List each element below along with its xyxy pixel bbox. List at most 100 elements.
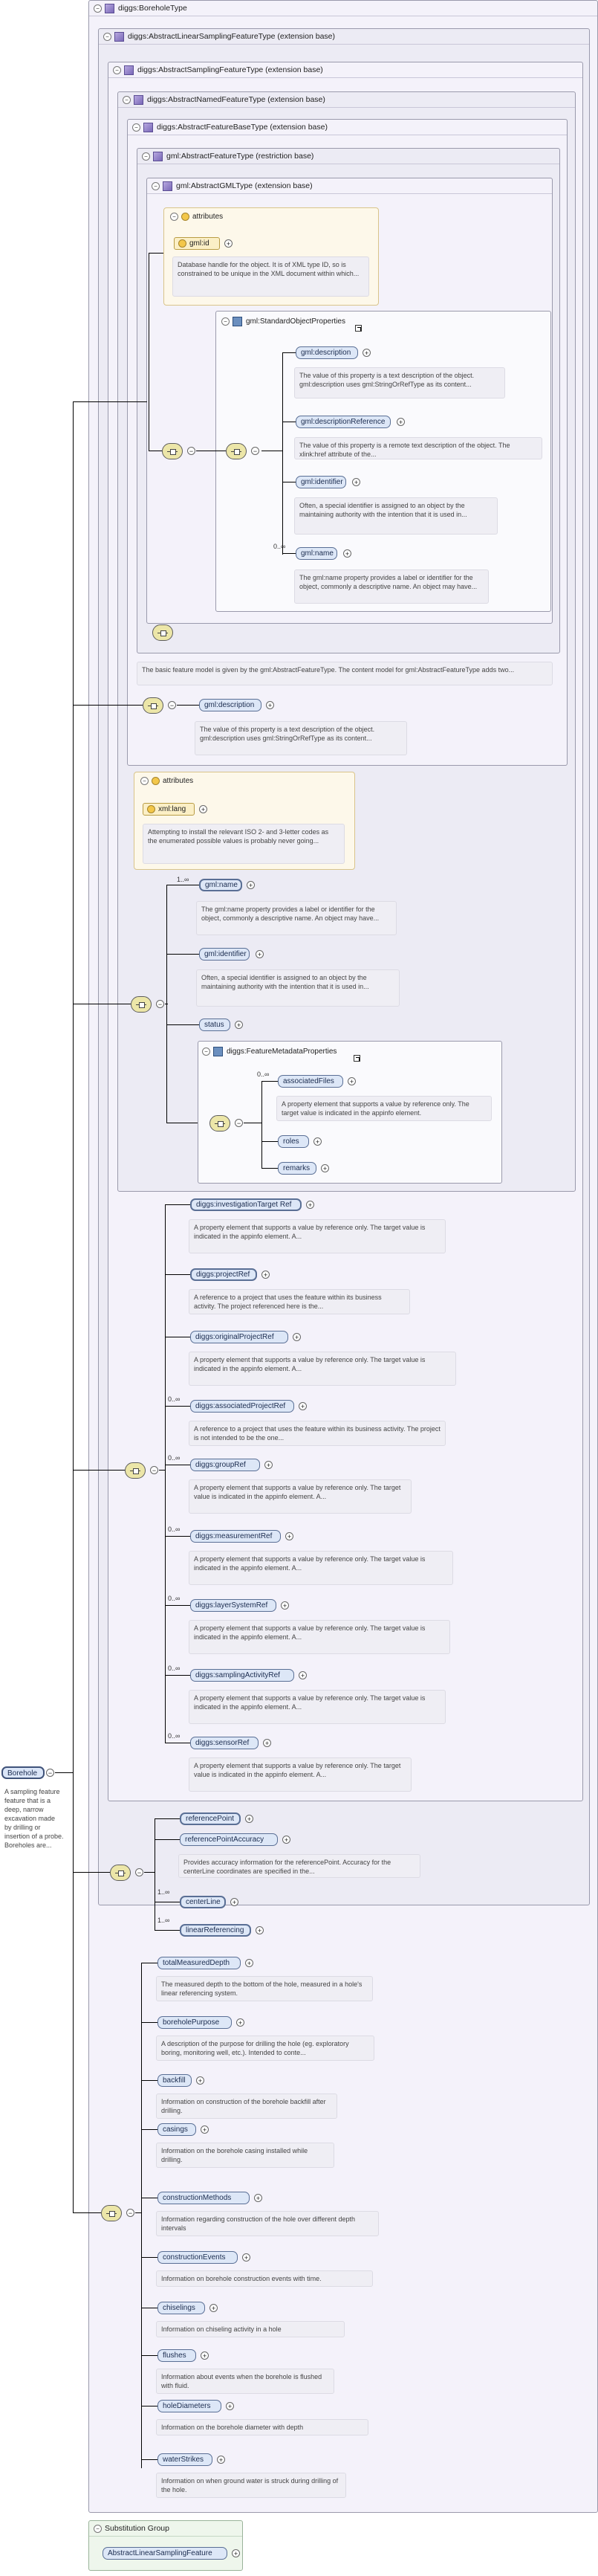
collapse-icon[interactable]: − <box>156 1000 164 1008</box>
expand-icon[interactable]: + <box>282 1836 290 1844</box>
expand-icon[interactable]: + <box>247 881 255 889</box>
expand-icon[interactable]: + <box>245 1959 253 1967</box>
expand-icon[interactable]: + <box>321 1164 329 1172</box>
reference-point-element[interactable]: referencePoint <box>180 1812 241 1825</box>
collapse-icon[interactable]: − <box>202 1047 210 1056</box>
expand-icon[interactable]: + <box>232 2549 240 2557</box>
roles-element[interactable]: roles <box>278 1135 309 1148</box>
borehole-item-element[interactable]: boreholePurpose <box>157 2016 232 2029</box>
sampling-base-header: − diggs:AbstractSamplingFeatureType (exte… <box>108 62 582 78</box>
expand-icon[interactable]: + <box>235 1021 243 1029</box>
gml-id-attribute[interactable]: gml:id <box>174 237 220 250</box>
sampling-item-element[interactable]: diggs:measurementRef <box>190 1530 281 1543</box>
expand-icon[interactable]: + <box>266 701 274 709</box>
borehole-item-element[interactable]: chiselings <box>157 2302 205 2314</box>
gml-description-reference-element[interactable]: gml:descriptionReference <box>296 416 391 428</box>
collapse-icon[interactable]: − <box>187 447 195 455</box>
collapse-icon[interactable]: − <box>142 152 150 161</box>
expand-icon[interactable]: + <box>242 2253 250 2262</box>
expand-icon[interactable]: + <box>236 2018 244 2027</box>
feature-base-gml-description[interactable]: gml:description <box>199 699 261 711</box>
expand-icon[interactable]: + <box>281 1601 289 1610</box>
expand-icon[interactable]: + <box>201 2125 209 2134</box>
expand-icon[interactable]: + <box>343 549 351 558</box>
abstract-linear-sampling-feature-element[interactable]: AbstractLinearSamplingFeature <box>103 2547 227 2560</box>
sampling-item-element[interactable]: diggs:associatedProjectRef <box>190 1400 294 1413</box>
expand-icon[interactable]: + <box>226 2402 234 2410</box>
expand-icon[interactable]: + <box>313 1137 322 1146</box>
borehole-item-element[interactable]: flushes <box>157 2349 196 2362</box>
borehole-item-element[interactable]: casings <box>157 2123 196 2136</box>
collapse-icon[interactable]: − <box>152 181 160 190</box>
sampling-item-element[interactable]: diggs:groupRef <box>190 1459 260 1471</box>
borehole-item-element[interactable]: backfill <box>157 2074 192 2087</box>
expand-icon[interactable]: + <box>352 478 360 486</box>
sampling-item-element[interactable]: diggs:projectRef <box>190 1268 257 1281</box>
expand-icon[interactable]: + <box>256 950 264 958</box>
collapse-icon[interactable]: − <box>103 32 111 41</box>
expand-icon[interactable]: + <box>230 1898 238 1906</box>
sampling-item-element[interactable]: diggs:investigationTarget Ref <box>190 1198 302 1211</box>
expand-icon[interactable]: + <box>245 1815 253 1823</box>
collapse-icon[interactable]: − <box>123 95 131 104</box>
expand-icon[interactable]: + <box>256 1926 264 1934</box>
collapse-icon[interactable]: − <box>94 4 102 13</box>
expand-icon[interactable]: + <box>224 239 233 248</box>
collapse-icon[interactable]: − <box>150 1466 158 1474</box>
sampling-item-element[interactable]: diggs:samplingActivityRef <box>190 1669 294 1682</box>
expand-icon[interactable]: + <box>299 1671 307 1679</box>
collapse-icon[interactable]: − <box>140 777 149 785</box>
xml-lang-attribute[interactable]: xml:lang <box>143 803 195 816</box>
expand-icon[interactable]: + <box>217 2456 225 2464</box>
expand-icon[interactable]: + <box>299 1402 307 1410</box>
remarks-element[interactable]: remarks <box>278 1162 316 1175</box>
expand-icon[interactable]: + <box>348 1077 356 1085</box>
collapse-icon[interactable]: − <box>94 2524 102 2533</box>
collapse-icon[interactable]: − <box>135 1868 143 1876</box>
status-element[interactable]: status <box>199 1019 230 1031</box>
collapse-icon[interactable]: − <box>251 447 259 455</box>
sampling-item-element[interactable]: diggs:originalProjectRef <box>190 1331 288 1343</box>
named-gml-identifier-element[interactable]: gml:identifier <box>199 948 250 961</box>
expand-icon[interactable]: + <box>199 805 207 813</box>
collapse-icon[interactable]: − <box>126 2209 134 2217</box>
gml-identifier-element[interactable]: gml:identifier <box>296 476 346 488</box>
reference-point-accuracy-element[interactable]: referencePointAccuracy <box>180 1833 278 1846</box>
linear-referencing-element[interactable]: linearReferencing <box>180 1924 251 1937</box>
collapse-icon[interactable]: − <box>235 1119 243 1127</box>
collapse-icon[interactable]: − <box>221 317 230 326</box>
sampling-item-element[interactable]: diggs:sensorRef <box>190 1737 259 1749</box>
expand-icon[interactable]: + <box>263 1739 271 1747</box>
expand-icon[interactable]: + <box>261 1271 270 1279</box>
expand-icon[interactable]: + <box>254 2194 262 2202</box>
collapse-icon[interactable]: − <box>113 65 121 74</box>
expand-icon[interactable]: + <box>363 349 371 357</box>
collapse-icon[interactable]: − <box>46 1769 54 1777</box>
expand-icon[interactable]: + <box>209 2304 218 2312</box>
expand-icon[interactable]: + <box>196 2076 204 2085</box>
associated-files-element[interactable]: associatedFiles <box>278 1075 343 1088</box>
borehole-item-element[interactable]: constructionEvents <box>157 2251 238 2264</box>
gml-description-element[interactable]: gml:description <box>296 346 358 359</box>
center-line-element[interactable]: centerLine <box>180 1896 226 1908</box>
expand-icon[interactable]: + <box>201 2351 209 2360</box>
named-gml-name-element[interactable]: gml:name <box>199 879 242 891</box>
borehole-item-element[interactable]: waterStrikes <box>157 2453 212 2466</box>
external-link-icon[interactable] <box>355 325 362 332</box>
expand-icon[interactable]: + <box>397 418 405 426</box>
borehole-item-element[interactable]: totalMeasuredDepth <box>157 1957 241 1969</box>
collapse-icon[interactable]: − <box>132 123 140 132</box>
sampling-base-title: diggs:AbstractSamplingFeatureType (exten… <box>137 65 323 74</box>
expand-icon[interactable]: + <box>264 1461 273 1469</box>
sampling-item-element[interactable]: diggs:layerSystemRef <box>190 1599 276 1612</box>
collapse-icon[interactable]: − <box>170 213 178 221</box>
expand-icon[interactable]: + <box>293 1333 301 1341</box>
expand-icon[interactable]: + <box>285 1532 293 1540</box>
collapse-icon[interactable]: − <box>168 701 176 709</box>
expand-icon[interactable]: + <box>306 1201 314 1209</box>
borehole-item-element[interactable]: constructionMethods <box>157 2192 250 2204</box>
borehole-item-element[interactable]: holeDiameters <box>157 2400 221 2412</box>
gml-name-element[interactable]: gml:name <box>296 547 337 560</box>
external-link-icon[interactable] <box>354 1055 360 1062</box>
borehole-root-element[interactable]: Borehole <box>1 1766 45 1779</box>
